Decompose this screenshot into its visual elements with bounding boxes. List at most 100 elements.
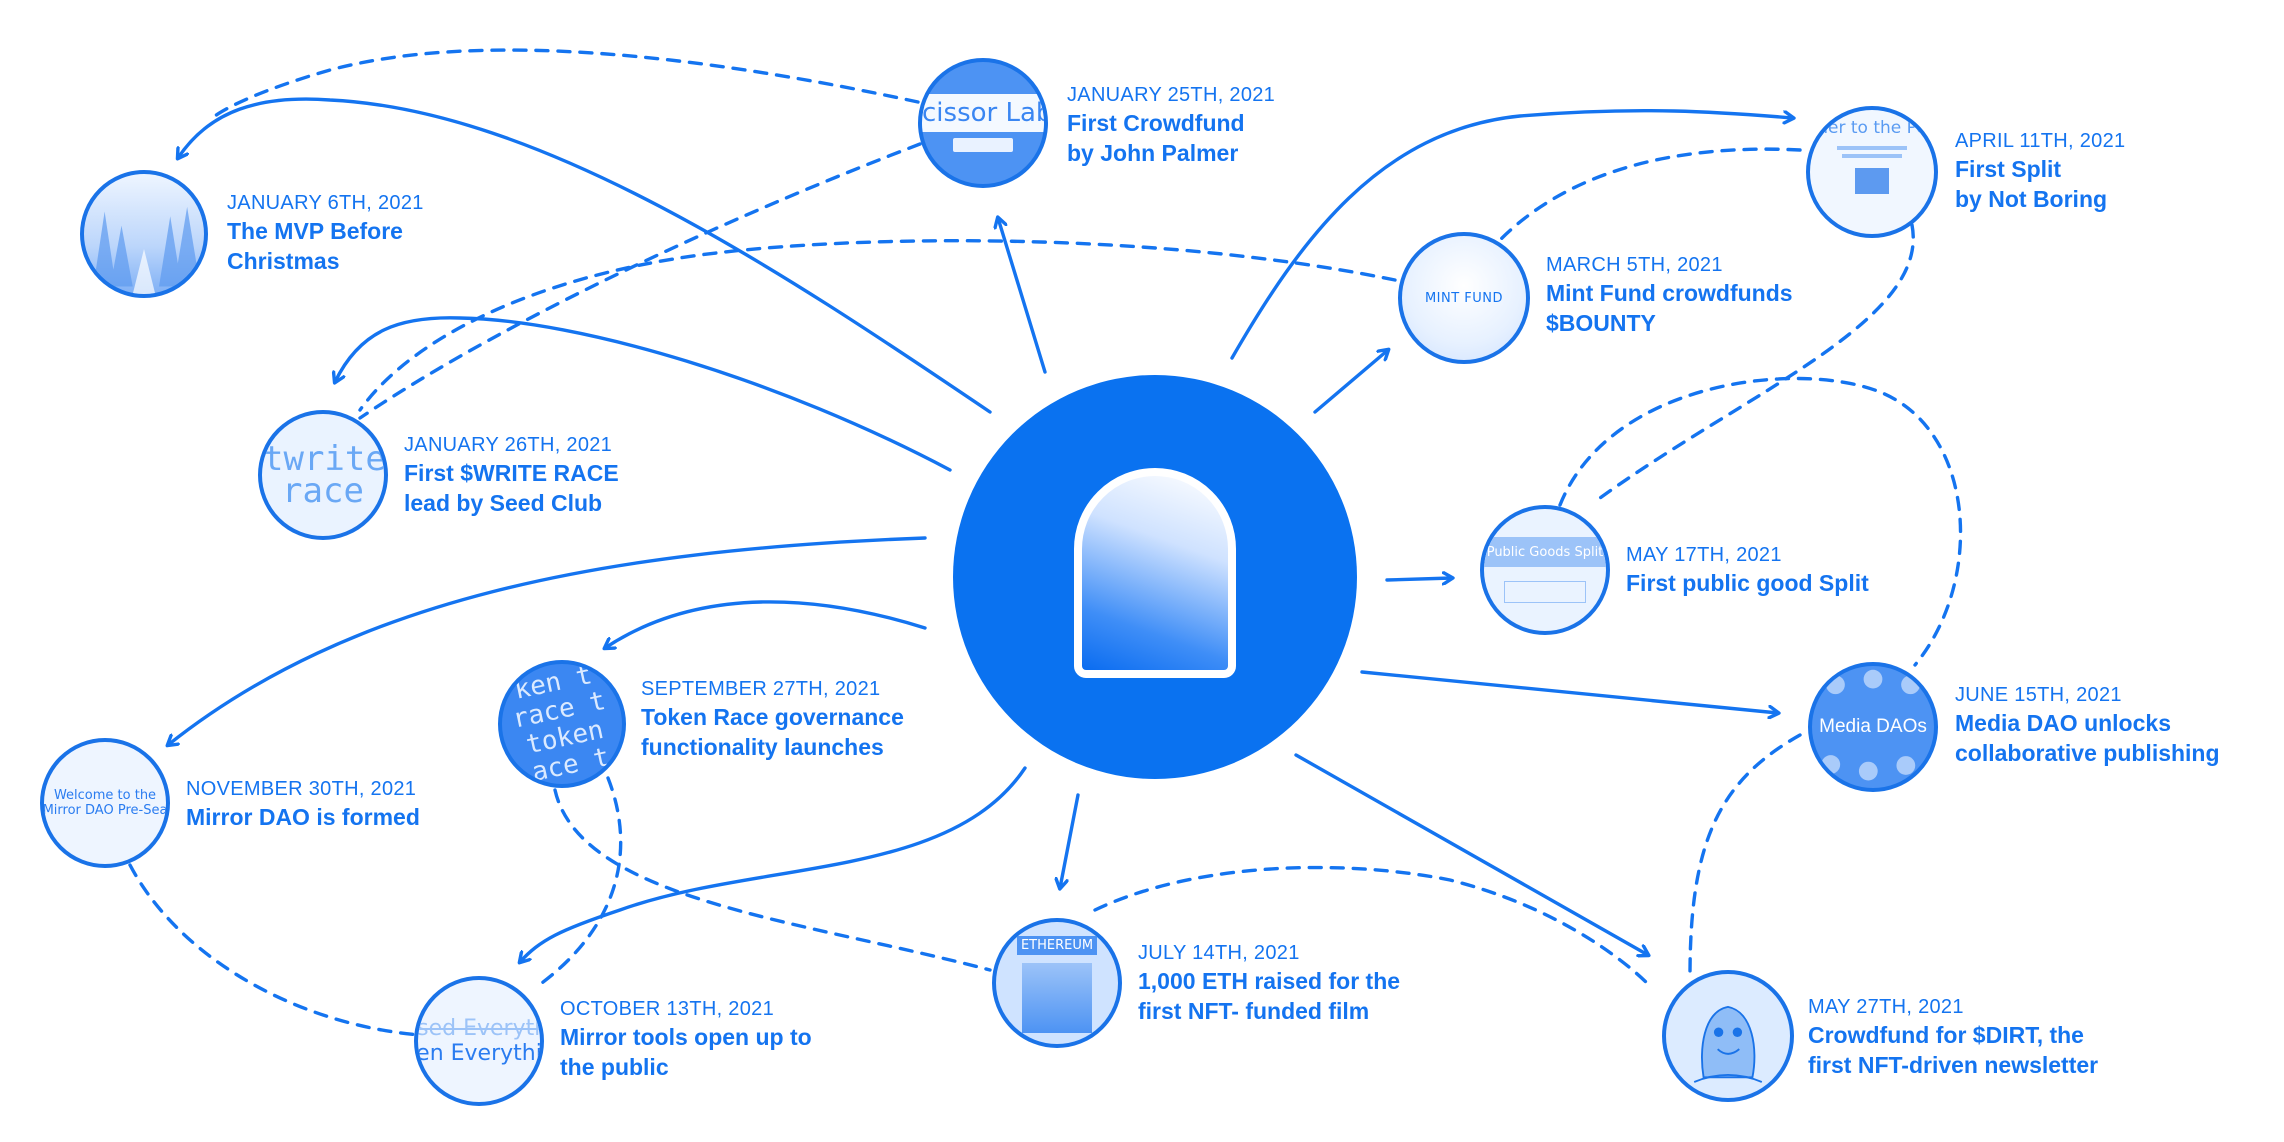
event-title-line: Christmas	[227, 248, 340, 274]
event-node-first-split[interactable]: ner to the Pe	[1806, 106, 1938, 238]
event-date: MARCH 5TH, 2021	[1546, 254, 1723, 276]
event-title-line: lead by Seed Club	[404, 490, 603, 516]
dash-crowdfund-write-race	[358, 142, 922, 420]
dash-dao-open	[128, 863, 422, 1037]
arrow-to-dao-formed	[168, 536, 927, 745]
arrow-to-first-split	[1230, 108, 1793, 360]
event-title-line: 1,000 ETH raised for the	[1138, 968, 1401, 994]
arrow-to-mint-fund	[1313, 350, 1388, 414]
people-grid-icon	[1821, 669, 1920, 781]
event-label-public-split: MAY 17TH, 2021 First public good Split	[1626, 542, 1869, 598]
event-date: MAY 17TH, 2021	[1626, 544, 1782, 566]
crowdfund-thumbnail: cissor Labe	[922, 62, 1044, 184]
mint-fund-thumbnail: MINT FUND	[1402, 236, 1526, 360]
event-title-line: first NFT-driven newsletter	[1808, 1052, 2099, 1078]
event-date: JUNE 15TH, 2021	[1955, 684, 2122, 706]
thumbnail-text: cissor Labe	[922, 98, 1044, 128]
mirror-arch-icon	[1074, 468, 1236, 678]
event-label-write-race: JANUARY 26TH, 2021 First $WRITE RACE lea…	[404, 432, 619, 518]
event-title-line: functionality launches	[641, 734, 884, 760]
thumbnail-text: ner to the Pe	[1817, 118, 1927, 138]
arrow-to-media-dao	[1360, 670, 1778, 713]
thumbnail-text: osed Everythi	[417, 1016, 540, 1041]
event-node-public-split[interactable]: Public Goods Split	[1480, 505, 1610, 635]
dirt-mascot-icon	[1693, 1005, 1763, 1083]
arrow-to-mvp	[178, 97, 992, 414]
event-date: MAY 27TH, 2021	[1808, 996, 1964, 1018]
event-title-line: the public	[560, 1054, 669, 1080]
event-node-mvp[interactable]	[80, 170, 208, 298]
arrow-to-crowdfund	[998, 218, 1047, 374]
event-label-mint-fund: MARCH 5TH, 2021 Mint Fund crowdfunds $BO…	[1546, 252, 1793, 338]
event-title-line: first NFT- funded film	[1138, 998, 1370, 1024]
event-label-first-split: APRIL 11TH, 2021 First Split by Not Bori…	[1955, 128, 2125, 214]
event-title-line: $BOUNTY	[1546, 310, 1656, 336]
event-title-line: by Not Boring	[1955, 186, 2108, 212]
event-date: JULY 14TH, 2021	[1138, 942, 1300, 964]
first-split-thumbnail: ner to the Pe	[1810, 110, 1934, 234]
dash-token-eth	[553, 788, 992, 972]
thumbnail-text: Public Goods Split	[1486, 545, 1604, 560]
dash-eth-dirt	[1093, 865, 1654, 990]
arrow-to-write-race	[335, 316, 952, 472]
event-label-media-dao: JUNE 15TH, 2021 Media DAO unlocks collab…	[1955, 682, 2220, 768]
event-title-line: First Crowdfund	[1067, 110, 1245, 136]
event-label-open-tools: OCTOBER 13TH, 2021 Mirror tools open up …	[560, 996, 812, 1082]
event-title-line: Token Race governance	[641, 704, 904, 730]
thumbnail-text: MINT FUND	[1424, 290, 1504, 306]
eth-film-thumbnail: ETHEREUM	[996, 922, 1118, 1044]
dash-token-open	[533, 776, 623, 990]
thumbnail-text: pen Everythin	[416, 1041, 542, 1066]
event-node-dao-formed[interactable]: Welcome to the Mirror DAO Pre-Sea	[40, 738, 170, 868]
event-node-media-dao[interactable]: Media DAOs	[1808, 662, 1938, 792]
event-node-open-tools[interactable]: osed Everythi pen Everythin	[414, 976, 544, 1106]
event-label-token-race: SEPTEMBER 27TH, 2021 Token Race governan…	[641, 676, 904, 762]
event-node-write-race[interactable]: twrite race	[258, 410, 388, 540]
arrow-to-eth-film	[1060, 793, 1080, 888]
dash-public-media	[1558, 376, 1963, 667]
arrow-to-dirt	[1294, 753, 1648, 955]
event-node-dirt[interactable]	[1662, 970, 1794, 1102]
thumbnail-text: Mirror DAO Pre-Sea	[42, 803, 168, 818]
event-label-dirt: MAY 27TH, 2021 Crowdfund for $DIRT, the …	[1808, 994, 2098, 1080]
dao-formed-thumbnail: Welcome to the Mirror DAO Pre-Sea	[44, 742, 166, 864]
arrow-to-public-split	[1385, 578, 1452, 580]
event-node-eth-film[interactable]: ETHEREUM	[992, 918, 1122, 1048]
event-node-mint-fund[interactable]: MINT FUND	[1398, 232, 1530, 364]
event-title-line: collaborative publishing	[1955, 740, 2220, 766]
dash-crowdfund-mvp	[208, 48, 920, 122]
event-label-mvp: JANUARY 6TH, 2021 The MVP Before Christm…	[227, 190, 424, 276]
event-title-line: Mint Fund crowdfunds	[1546, 280, 1793, 306]
dash-split-public	[1598, 223, 1915, 500]
thumbnail-text: Media DAOs	[1819, 716, 1927, 737]
event-date: JANUARY 25TH, 2021	[1067, 84, 1276, 106]
event-date: NOVEMBER 30TH, 2021	[186, 778, 417, 800]
event-title-line: First public good Split	[1626, 570, 1869, 596]
event-title-line: by John Palmer	[1067, 140, 1239, 166]
dash-mint-write-race	[358, 239, 1397, 412]
event-date: SEPTEMBER 27TH, 2021	[641, 678, 881, 700]
event-title-line: First $WRITE RACE	[404, 460, 619, 486]
event-title-line: Crowdfund for $DIRT, the	[1808, 1022, 2084, 1048]
event-node-crowdfund[interactable]: cissor Labe	[918, 58, 1048, 188]
arrow-to-open-tools	[520, 766, 1027, 962]
event-label-dao-formed: NOVEMBER 30TH, 2021 Mirror DAO is formed	[186, 776, 420, 832]
thumbnail-text: twrite race	[263, 439, 386, 511]
winter-trees-icon	[93, 206, 201, 294]
event-date: JANUARY 26TH, 2021	[404, 434, 613, 456]
event-title-line: Media DAO unlocks	[1955, 710, 2171, 736]
token-race-thumbnail: ken t race t token ace t	[502, 664, 622, 784]
arrow-to-token-race	[605, 600, 927, 648]
dash-media-dirt	[1688, 733, 1802, 977]
dash-split-mint	[1498, 147, 1802, 242]
event-node-token-race[interactable]: ken t race t token ace t	[498, 660, 626, 788]
public-split-thumbnail: Public Goods Split	[1484, 509, 1606, 631]
event-label-eth-film: JULY 14TH, 2021 1,000 ETH raised for the…	[1138, 940, 1400, 1026]
event-title-line: Mirror DAO is formed	[186, 804, 420, 830]
thumbnail-text: ETHEREUM	[1016, 936, 1098, 955]
event-date: APRIL 11TH, 2021	[1955, 130, 2126, 152]
event-date: OCTOBER 13TH, 2021	[560, 998, 775, 1020]
event-title-line: First Split	[1955, 156, 2062, 182]
